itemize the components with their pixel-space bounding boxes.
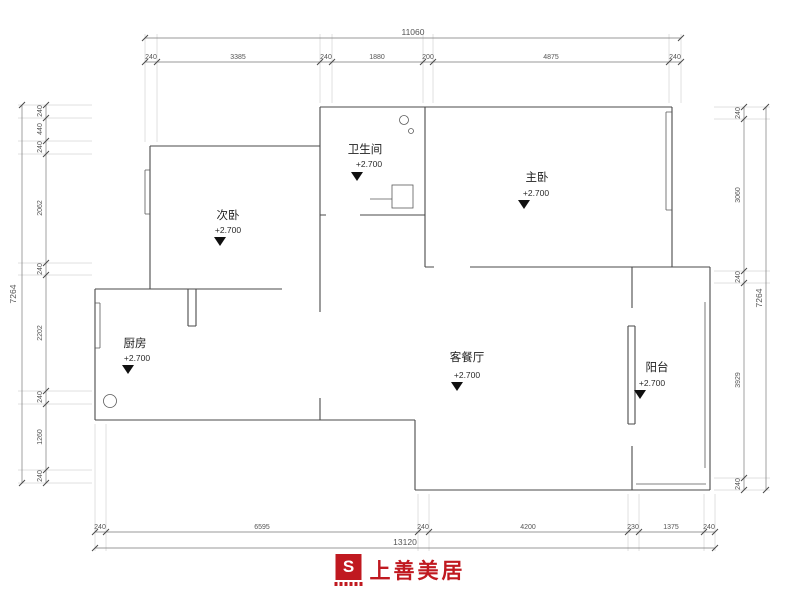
dim-segment-label: 6595 (254, 524, 270, 531)
dim-segment-label: 1880 (369, 54, 385, 61)
balcony-divider (627, 267, 636, 490)
dimension-lines (21, 37, 767, 549)
room-name: 厨房 (124, 337, 147, 350)
dim-segment-label: 4875 (543, 54, 559, 61)
room-elevation: +2.700 (639, 378, 666, 388)
dim-segment-label: 240 (703, 524, 715, 531)
logo-mark-square: S (335, 554, 362, 580)
dim-segment-label: 200 (422, 54, 434, 61)
logo-subtext-marks (334, 582, 363, 586)
room-elevation: +2.700 (454, 370, 481, 380)
dim-segment-label: 240 (735, 478, 742, 490)
balcony-windows (636, 302, 706, 485)
elevation-marker-icon (214, 237, 226, 246)
dim-segment-label: 2062 (37, 200, 44, 216)
dimension-ticks (18, 34, 770, 552)
elevation-marker-icon (518, 200, 530, 209)
dim-segment-label: 240 (417, 524, 429, 531)
room-label-secondary-bedroom: 次卧 +2.700 (214, 208, 241, 246)
dim-segment-label: 440 (37, 123, 44, 135)
room-name: 次卧 (217, 208, 240, 222)
bedroom-east-window (665, 111, 672, 211)
dim-segment-label: 240 (669, 54, 681, 61)
bathroom-pipe-large (399, 115, 409, 125)
dim-segment-label: 3385 (230, 54, 246, 61)
dim-right-total: 7264 (754, 288, 764, 307)
logo-name: 上善美居 (369, 560, 466, 583)
dim-segment-label: 240 (735, 271, 742, 283)
room-elevation: +2.700 (356, 159, 383, 169)
bathroom-pipe-small (408, 128, 414, 134)
fixtures (103, 115, 414, 408)
brand-logo: S 上善美居 (328, 552, 472, 588)
dim-segment-label: 3060 (735, 187, 742, 203)
dim-segment-label: 240 (94, 524, 106, 531)
dim-segment-label: 240 (37, 141, 44, 153)
logo-icon: S (334, 554, 363, 586)
dim-left-total: 7264 (8, 284, 18, 303)
room-elevation: +2.700 (124, 353, 151, 363)
dim-segment-label: 240 (37, 391, 44, 403)
room-label-master-bedroom: 主卧 +2.700 (518, 171, 549, 209)
dim-segment-label: 240 (37, 105, 44, 117)
logo-mark-glyph: S (342, 557, 355, 576)
kitchen-window (95, 302, 101, 349)
walls (94, 106, 711, 491)
bathroom-sink (391, 184, 414, 209)
elevation-marker-icon (351, 172, 363, 181)
dim-segment-label: 1375 (663, 524, 679, 531)
dim-bottom-total: 13120 (393, 537, 417, 547)
kitchen-pipe (103, 394, 117, 408)
outer-walls (94, 106, 711, 491)
dim-segment-label: 240 (37, 263, 44, 275)
dim-segment-label: 4200 (520, 524, 536, 531)
room-name: 阳台 (646, 360, 669, 374)
elevation-marker-icon (634, 390, 646, 399)
dim-segment-label: 230 (627, 524, 639, 531)
extension-lines (18, 34, 770, 551)
room-name: 卫生间 (348, 142, 383, 156)
room-label-bathroom: 卫生间 +2.700 (348, 142, 383, 181)
dim-segment-label: 3929 (735, 372, 742, 388)
room-name: 主卧 (526, 171, 549, 184)
dim-segment-label: 1260 (37, 429, 44, 445)
dim-segment-label: 240 (320, 54, 332, 61)
dimension-labels: 11060 240 3385 240 1880 200 4875 240 726… (8, 27, 764, 547)
room-label-kitchen: 厨房 +2.700 (122, 337, 150, 374)
interior-walls (319, 214, 672, 420)
elevation-marker-icon (122, 365, 134, 374)
room-name: 客餐厅 (450, 350, 485, 364)
kitchen-partition-stub (187, 289, 197, 327)
dim-segment-label: 240 (145, 54, 157, 61)
secondary-bedroom-window (144, 169, 150, 215)
room-label-living-dining: 客餐厅 +2.700 (450, 350, 485, 391)
room-label-balcony: 阳台 +2.700 (634, 360, 669, 399)
elevation-marker-icon (451, 382, 463, 391)
dim-segment-label: 240 (37, 470, 44, 482)
dim-segment-label: 240 (735, 107, 742, 119)
room-elevation: +2.700 (215, 225, 242, 235)
dim-top-total: 11060 (401, 27, 424, 37)
dim-segment-label: 2202 (37, 325, 44, 341)
room-elevation: +2.700 (523, 188, 550, 198)
